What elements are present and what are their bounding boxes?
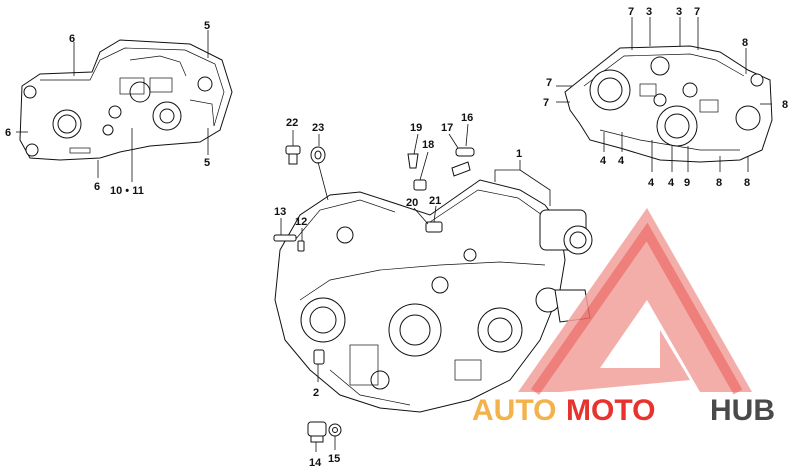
callout-6: 6 bbox=[5, 127, 11, 139]
callout-6: 6 bbox=[94, 181, 100, 193]
callout-8: 8 bbox=[716, 177, 722, 189]
callout-4: 4 bbox=[648, 177, 655, 189]
callout-9: 9 bbox=[684, 177, 690, 189]
callout-20: 20 bbox=[406, 197, 418, 209]
callout-3: 3 bbox=[646, 6, 652, 18]
callout-4: 4 bbox=[618, 155, 625, 167]
callout-18: 18 bbox=[422, 139, 434, 151]
callout-2: 2 bbox=[313, 387, 319, 399]
callout-5: 5 bbox=[204, 157, 210, 169]
callout-10-11: 10 • 11 bbox=[110, 185, 144, 197]
callout-12: 12 bbox=[295, 216, 307, 228]
callout-19: 19 bbox=[410, 122, 422, 134]
callout-7: 7 bbox=[546, 77, 552, 89]
callout-8: 8 bbox=[782, 99, 788, 111]
callout-15: 15 bbox=[328, 453, 340, 465]
watermark-auto: AUTO bbox=[472, 394, 556, 427]
callout-21: 21 bbox=[429, 195, 441, 207]
callout-5: 5 bbox=[204, 20, 210, 32]
watermark-moto: MOTO bbox=[566, 394, 655, 427]
callout-16: 16 bbox=[461, 112, 473, 124]
callout-3: 3 bbox=[676, 6, 682, 18]
watermark-hub: HUB bbox=[710, 394, 775, 427]
callout-1: 1 bbox=[516, 148, 522, 160]
callout-7: 7 bbox=[543, 97, 549, 109]
callout-14: 14 bbox=[309, 457, 322, 469]
callout-17: 17 bbox=[441, 122, 453, 134]
triangle-logo-icon bbox=[518, 208, 752, 392]
callout-7: 7 bbox=[694, 6, 700, 18]
callout-13: 13 bbox=[274, 206, 286, 218]
callout-23: 23 bbox=[312, 122, 324, 134]
left-crankcase-half bbox=[19, 39, 233, 161]
callout-4: 4 bbox=[668, 177, 675, 189]
callout-7: 7 bbox=[628, 6, 634, 18]
callout-labels: 6 5 6 5 6 10 • 11 7 3 3 7 8 7 7 8 4 4 4 … bbox=[5, 6, 788, 469]
watermark-text: AUTO MOTO HUB bbox=[472, 394, 775, 427]
right-crankcase-half bbox=[564, 45, 773, 163]
callout-6: 6 bbox=[69, 33, 75, 45]
callout-22: 22 bbox=[286, 117, 298, 129]
watermark-logo bbox=[518, 208, 752, 395]
callout-4: 4 bbox=[600, 155, 607, 167]
leader-lines bbox=[16, 17, 772, 452]
callout-8: 8 bbox=[742, 37, 748, 49]
callout-8: 8 bbox=[744, 177, 750, 189]
